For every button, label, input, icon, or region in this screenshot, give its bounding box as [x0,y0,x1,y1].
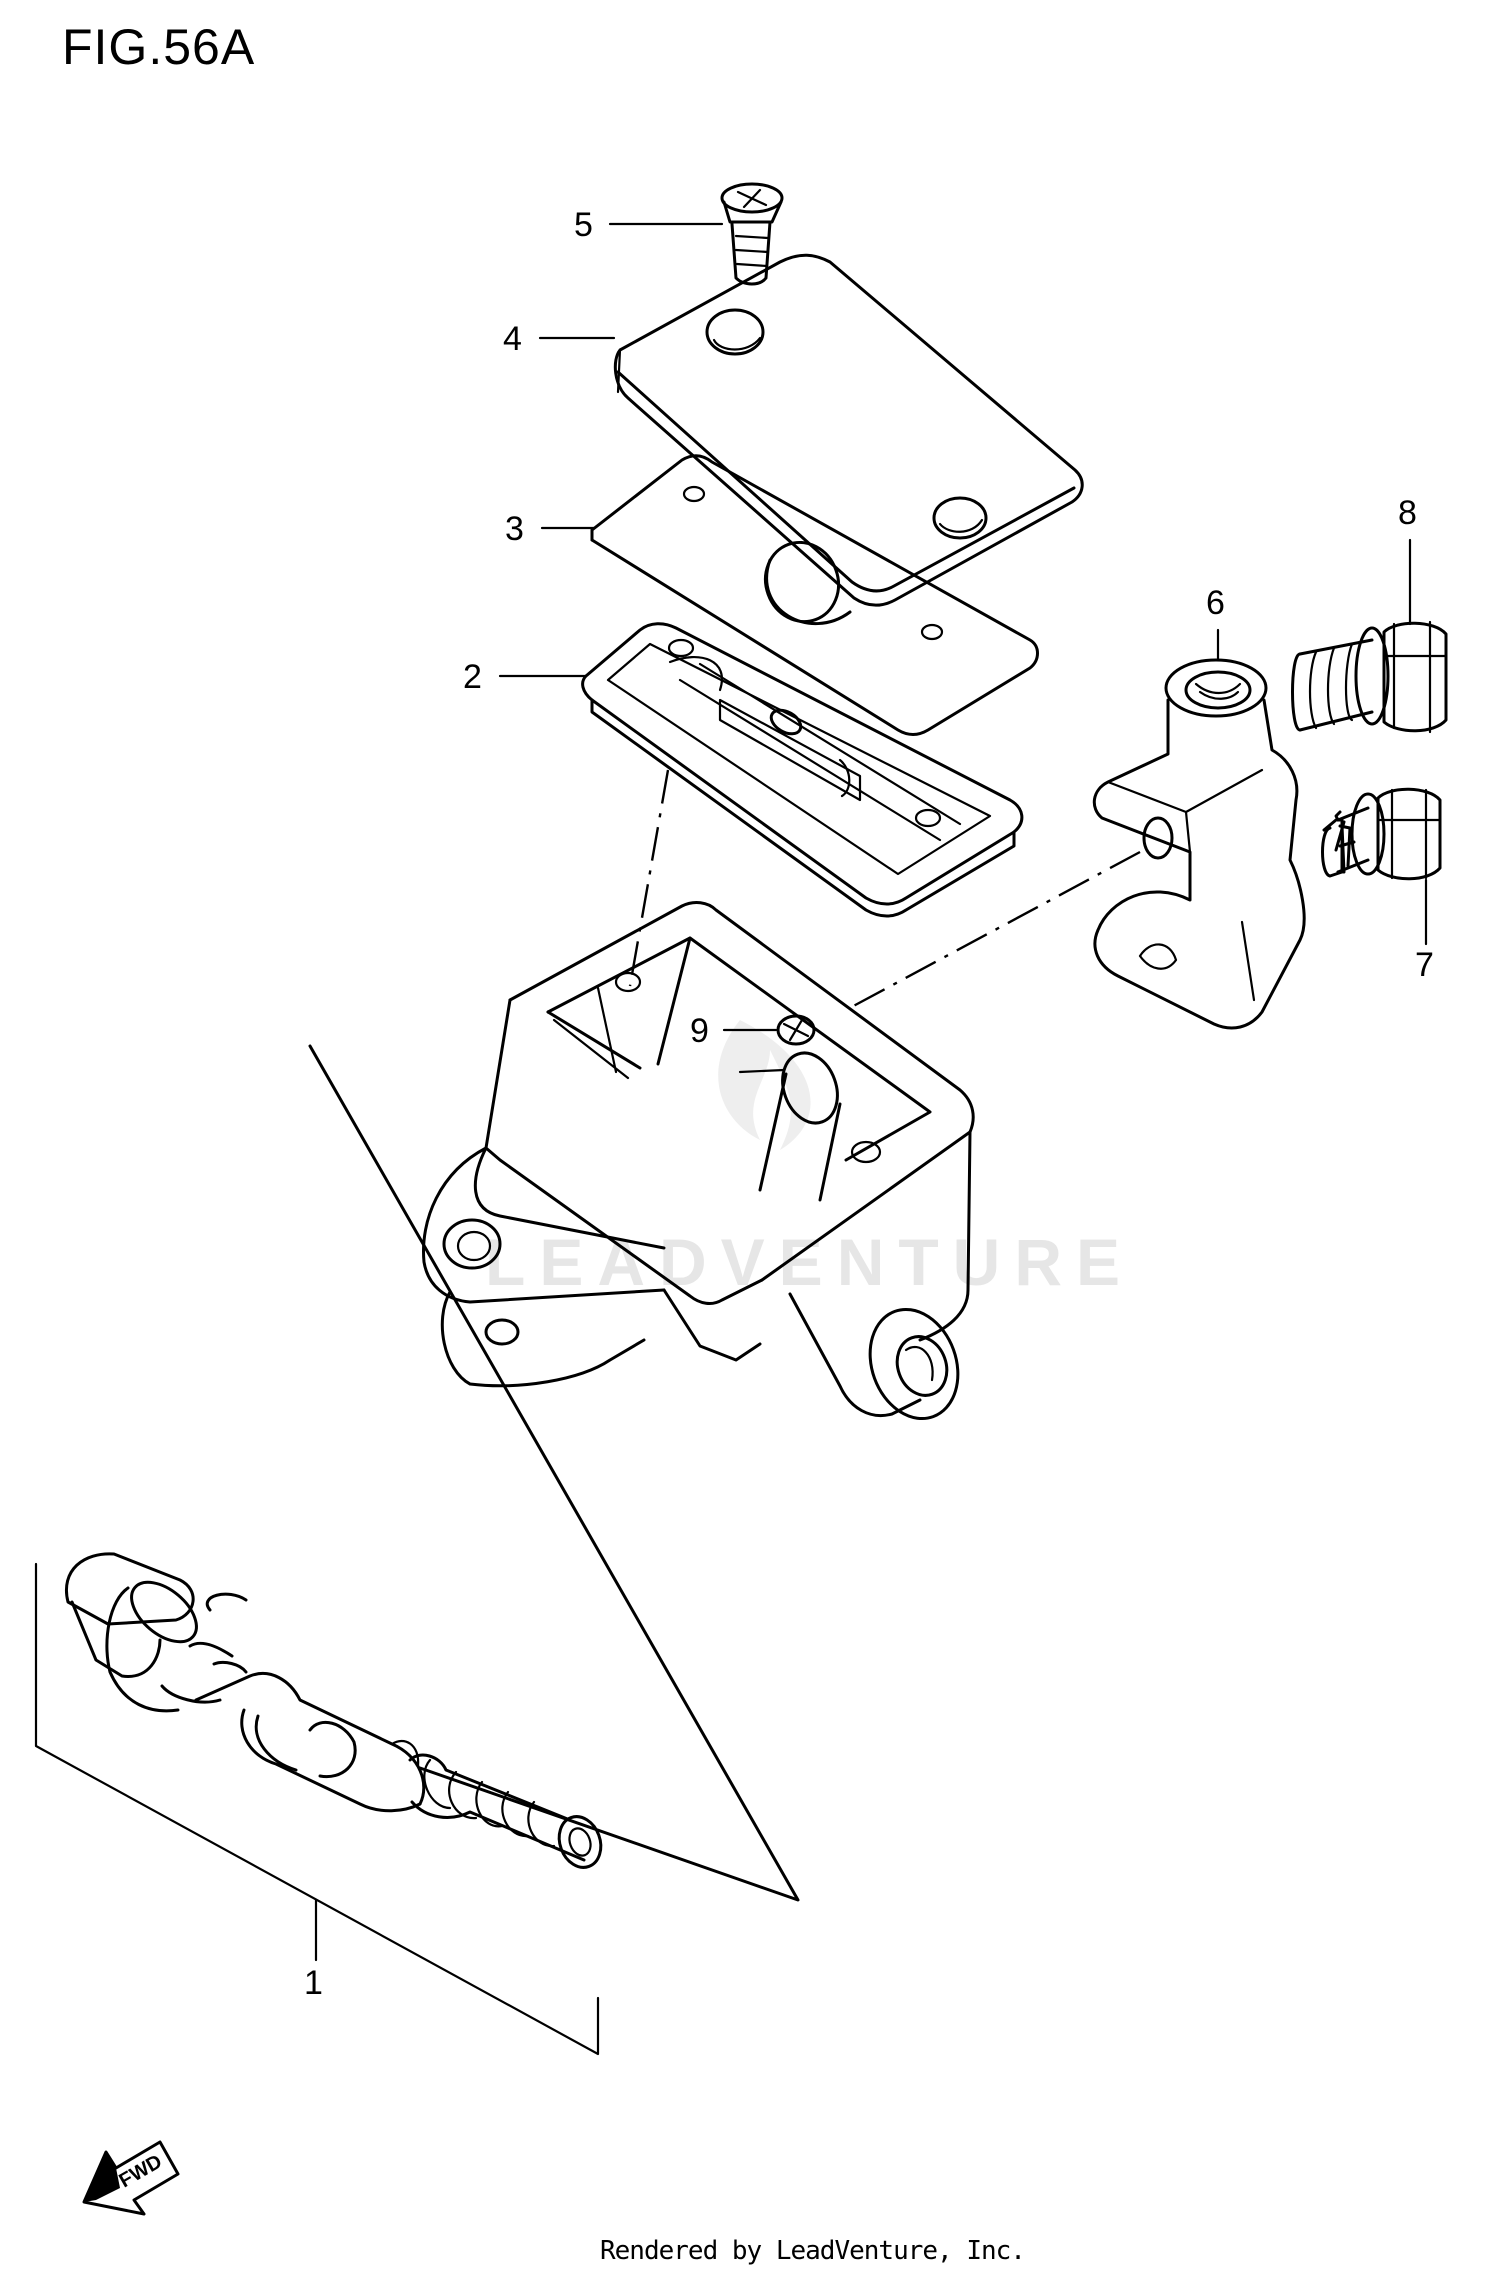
cap-screw-drawing [720,182,784,286]
callout-4-label: 4 [503,320,522,358]
footer-credit: Rendered by LeadVenture, Inc. [600,2236,1026,2266]
assembly-guide-lines [628,769,1141,1012]
holder-bolt-short-drawing [1321,787,1442,881]
callout-6: 6 [1206,584,1225,662]
callout-5-label: 5 [574,206,593,244]
callout-1-label: 1 [304,1964,323,2002]
callout-5: 5 [574,206,724,244]
callout-7-label: 7 [1415,946,1434,984]
callout-3: 3 [505,510,596,548]
watermark-text: LEADVENTURE [485,1225,1134,1299]
callout-3-label: 3 [505,510,524,548]
master-cylinder-holder-drawing [1092,658,1306,1030]
reservoir-cap-drawing [613,253,1084,607]
watermark: LEADVENTURE [485,1020,1134,1299]
callout-6-label: 6 [1206,584,1225,622]
watermark-logo-icon [718,1020,811,1150]
reservoir-screw-drawing [776,1014,816,1046]
callout-4: 4 [503,320,616,358]
fwd-arrow-icon: FWD [82,2140,180,2216]
holder-bolt-long-drawing [1291,620,1448,734]
callout-9-label: 9 [690,1012,709,1050]
master-cylinder-body-drawing [422,901,975,1421]
reservoir-gasket-drawing [581,622,1024,918]
diaphragm-plate-drawing [590,454,1039,736]
piston-set-drawing [65,1044,800,1902]
callout-1-bracket [34,1562,600,2056]
callout-8-label: 8 [1398,494,1417,532]
figure-title: FIG.56A [62,19,256,75]
callout-9: 9 [690,1012,778,1050]
callout-8: 8 [1398,494,1417,626]
callout-2-label: 2 [463,658,482,696]
callout-2: 2 [463,658,588,696]
callout-1: 1 [304,1964,323,2002]
callout-7: 7 [1415,878,1434,984]
